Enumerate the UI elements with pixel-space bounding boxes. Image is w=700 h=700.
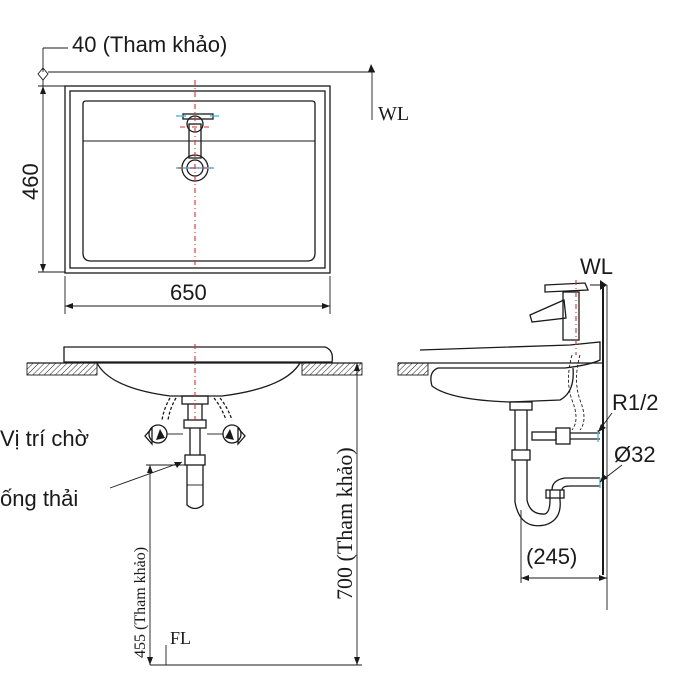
waste-position-label-line2: ống thải	[0, 486, 78, 511]
dim-245-label: (245)	[526, 544, 577, 569]
wl-side-label: WL	[580, 254, 613, 279]
r-half-label: R1/2	[612, 390, 658, 415]
d32-label: Ø32	[614, 442, 656, 467]
dim-top-offset-label: 40 (Tham khảo)	[72, 32, 227, 57]
dim-width-label: 650	[170, 280, 207, 305]
dim-depth-label: 460	[18, 163, 43, 200]
angle-valve-right-icon	[207, 397, 246, 446]
supply-valve-icon	[531, 427, 600, 445]
dim-455-label: 455 (Tham khảo)	[132, 547, 149, 658]
side-view: WL R1/2	[397, 254, 658, 610]
dim-700-label: 700 (Tham khảo)	[332, 447, 357, 600]
fl-label: FL	[170, 628, 191, 648]
basin-outer-rim	[69, 90, 326, 269]
faucet-side-icon	[529, 280, 589, 431]
top-view: 40 (Tham khảo) WL 460 650	[18, 32, 409, 314]
basin-inner-bowl	[82, 100, 316, 262]
angle-valve-left-icon	[144, 397, 183, 446]
wl-top-label: WL	[378, 103, 409, 125]
front-view: Vị trí chờ ống thải 455 (Tham khảo) FL 7…	[0, 344, 363, 666]
waste-position-label-line1: Vị trí chờ	[0, 426, 89, 451]
faucet-top-icon	[176, 113, 219, 182]
